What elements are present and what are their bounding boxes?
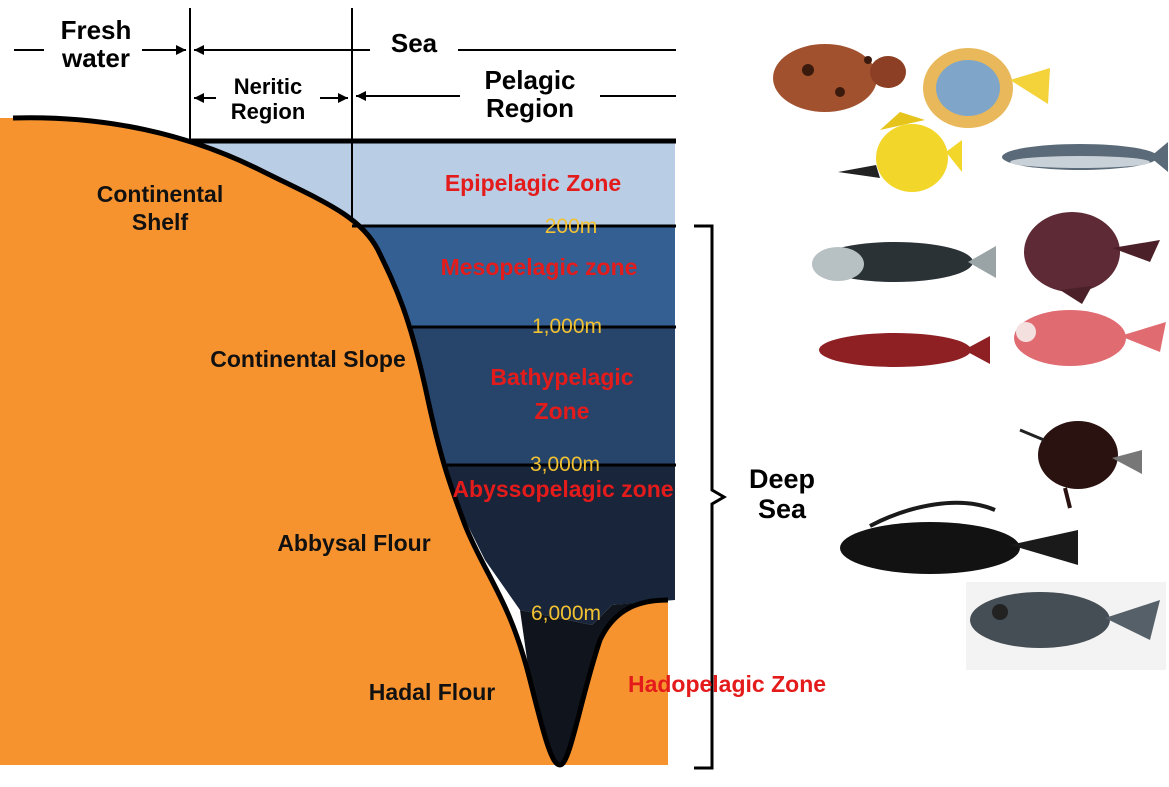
- depth-1000m-label: 1,000m: [514, 316, 620, 337]
- depth-3000m-label: 3,000m: [510, 454, 620, 475]
- mesopelagic-zone-label: Mesopelagic zone: [404, 256, 674, 279]
- freshwater-arrowhead: [176, 45, 186, 55]
- hadal-flour-label: Hadal Flour: [342, 681, 522, 704]
- fish-anchovy: [1002, 142, 1168, 172]
- fish-grenadier: [966, 582, 1166, 670]
- depth-200m-label: 200m: [528, 216, 614, 237]
- abbysal-flour-label: Abbysal Flour: [248, 532, 460, 555]
- fish-red-fish: [819, 333, 990, 367]
- pelagic-arrowhead-left: [356, 91, 366, 101]
- continental-shelf-label: Continental Shelf: [70, 180, 250, 236]
- hadopelagic-zone-label: Hadopelagic Zone: [596, 673, 858, 696]
- fresh-water-label: Fresh water: [48, 16, 144, 72]
- neritic-arrowhead-right: [338, 93, 348, 103]
- fish-frogfish: [773, 44, 906, 112]
- fish-black-anglerfish: [1020, 421, 1142, 508]
- fish-whipnose-anglerfish: [840, 503, 1078, 574]
- neritic-arrowhead-left: [194, 93, 204, 103]
- deep-sea-label: Deep Sea: [732, 464, 832, 524]
- pelagic-region-label: Pelagic Region: [462, 66, 598, 122]
- fish-butterflyfish: [838, 112, 962, 192]
- fish-angelfish: [923, 48, 1050, 128]
- abyssopelagic-zone-label: Abyssopelagic zone: [452, 473, 674, 506]
- epipelagic-zone-label: Epipelagic Zone: [410, 172, 656, 195]
- depth-6000m-label: 6,000m: [512, 603, 620, 624]
- neritic-region-label: Neritic Region: [216, 74, 320, 124]
- sea-label: Sea: [372, 30, 456, 56]
- continental-slope-label: Continental Slope: [210, 344, 406, 374]
- fish-anglerfish-brown: [1024, 212, 1160, 304]
- bathypelagic-zone-label: Bathypelagic Zone: [462, 360, 662, 428]
- fish-pink-bigeye: [1014, 310, 1166, 366]
- fish-deep-sea: [812, 242, 996, 282]
- sea-arrowhead-left: [194, 45, 204, 55]
